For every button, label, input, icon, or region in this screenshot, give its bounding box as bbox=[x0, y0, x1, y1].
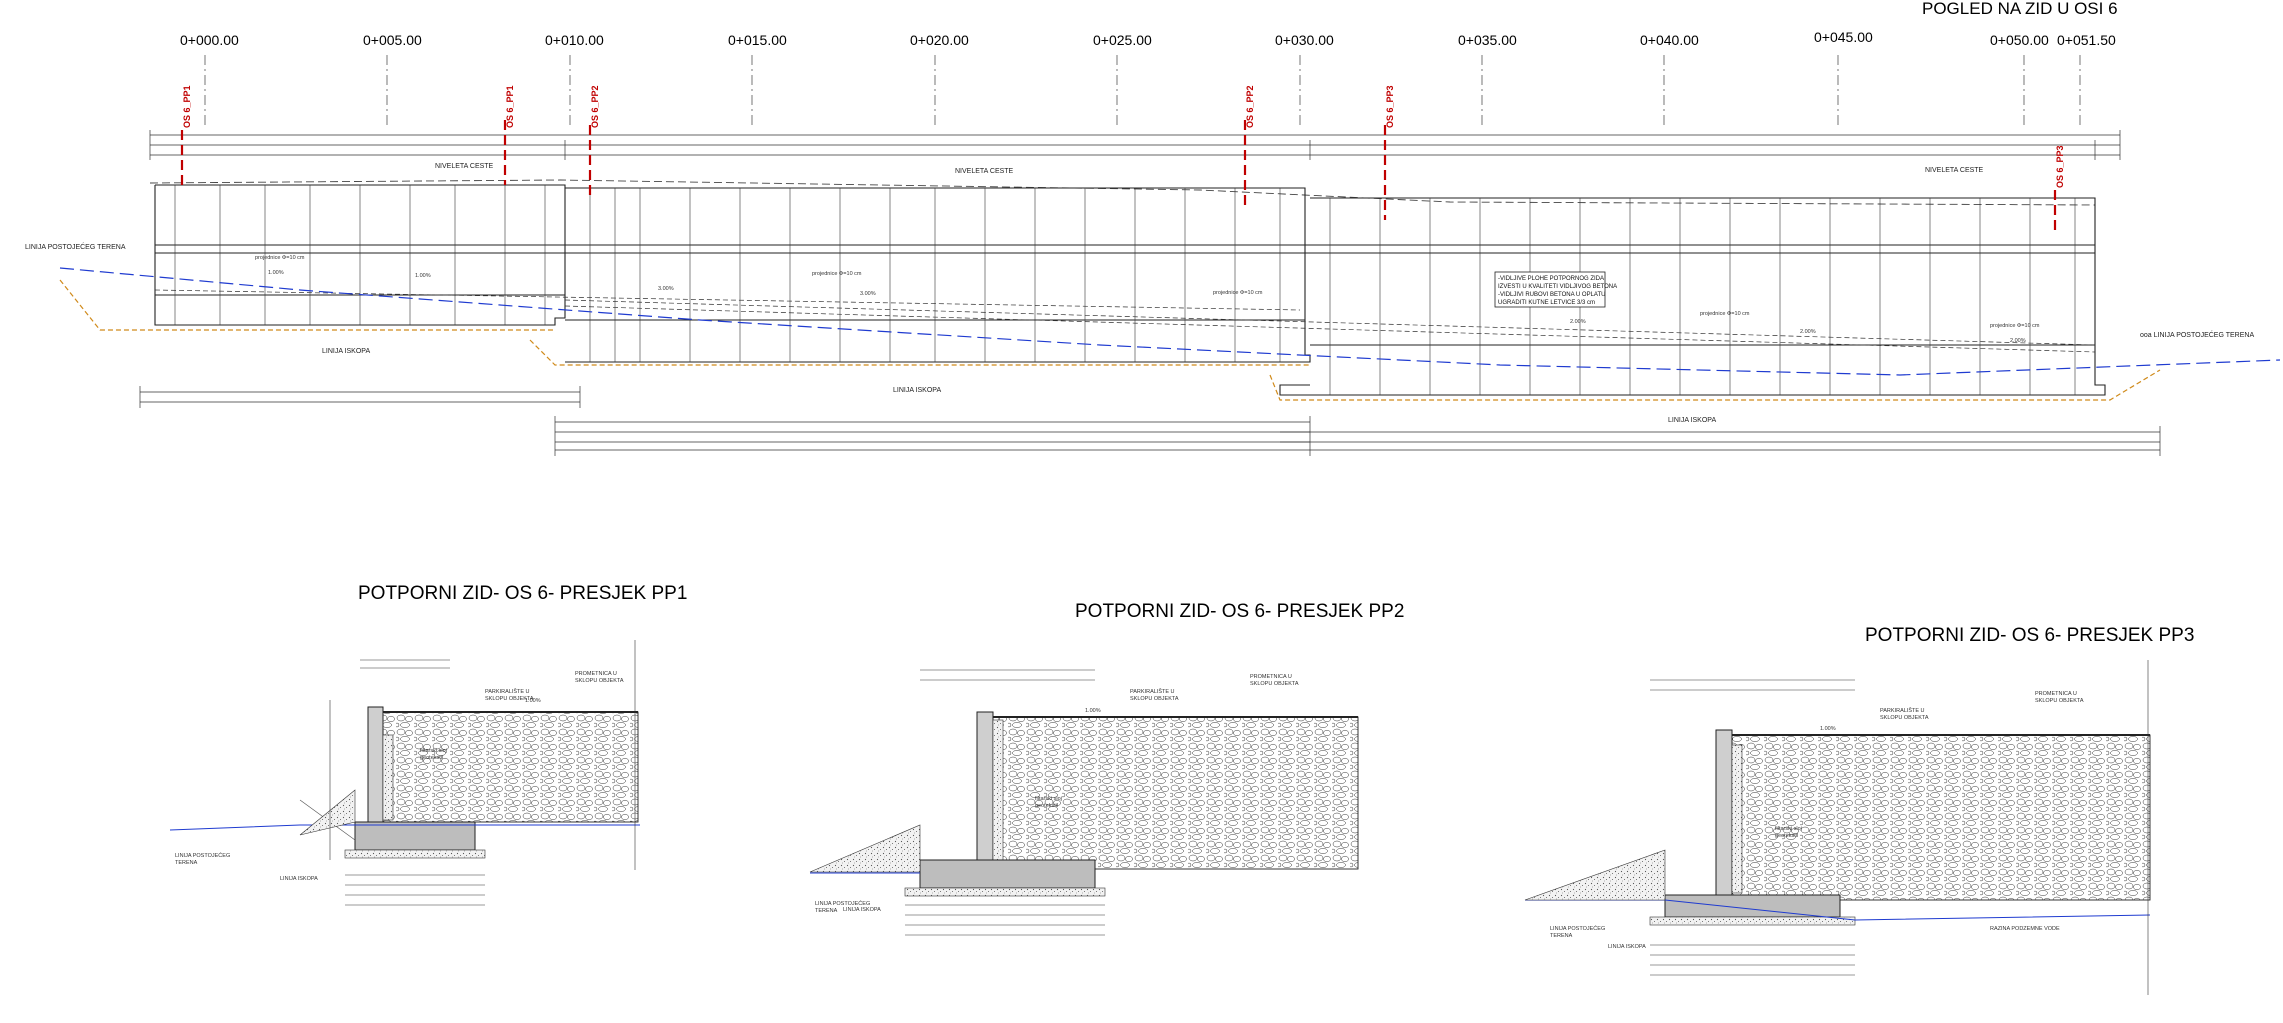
station-label: 0+050.00 bbox=[1990, 32, 2049, 48]
filter-label: geotekstil bbox=[1775, 833, 1798, 839]
section-title: POTPORNI ZID- OS 6- PRESJEK PP1 bbox=[358, 583, 687, 604]
wall-vertical-lines bbox=[174, 185, 2076, 395]
station-label: 0+025.00 bbox=[1093, 32, 1152, 48]
note-line: -VIDLJIVI RUBOVI BETONA U OPLATU bbox=[1498, 292, 1605, 298]
elevation-labels: NIVELETA CESTE NIVELETA CESTE NIVELETA C… bbox=[25, 163, 2254, 424]
drain-pipe-label: projednice Φ=10 cm bbox=[255, 255, 305, 261]
road-label: SKLOPU OBJEKTA bbox=[2035, 698, 2084, 704]
drain-pipe-label: projednice Φ=10 cm bbox=[1213, 290, 1263, 296]
station-label: 0+015.00 bbox=[728, 32, 787, 48]
excavation-label: LINIJA ISKOPA bbox=[843, 907, 881, 913]
excavation-label: LINIJA ISKOPA bbox=[322, 348, 370, 355]
drain-pipe-label: projednice Φ=10 cm bbox=[1990, 323, 2040, 329]
terrain-label: LINIJA POSTOJEĆEG bbox=[1550, 925, 1605, 932]
slope-label: 1.00% bbox=[1820, 726, 1836, 732]
station-label: 0+020.00 bbox=[910, 32, 969, 48]
slope-label: 3.00% bbox=[658, 286, 674, 292]
section-pp1: PARKIRALIŠTE U SKLOPU OBJEKTA PROMETNICA… bbox=[169, 640, 640, 906]
section-marker-label: OS 6_PP2 bbox=[590, 85, 600, 128]
drain-pipe-label: projednice Φ=10 cm bbox=[812, 271, 862, 277]
station-label: 0+030.00 bbox=[1275, 32, 1334, 48]
station-label: 0+000.00 bbox=[180, 32, 239, 48]
slope-label: 3.00% bbox=[860, 291, 876, 297]
main-title: POGLED NA ZID U OSI 6 bbox=[1922, 0, 2118, 18]
section-pp3: PARKIRALIŠTE U SKLOPU OBJEKTA PROMETNICA… bbox=[1524, 660, 2151, 995]
station-labels: 0+000.00 0+005.00 0+010.00 0+015.00 0+02… bbox=[180, 29, 2116, 48]
terrain-label: LINIJA POSTOJEĆEG bbox=[815, 900, 870, 907]
parking-label: PARKIRALIŠTE U bbox=[485, 688, 530, 695]
slope-label: 1.00% bbox=[525, 698, 541, 704]
terrain-label: TERENA bbox=[175, 860, 198, 866]
slope-label: 1.00% bbox=[415, 273, 431, 279]
parking-label: SKLOPU OBJEKTA bbox=[485, 696, 534, 702]
road-level-label: NIVELETA CESTE bbox=[1925, 167, 1984, 174]
parking-label: PARKIRALIŠTE U bbox=[1130, 688, 1175, 695]
note-box: -VIDLJIVE PLOHE POTPORNOG ZIDA IZVESTI U… bbox=[1494, 271, 1617, 308]
slope-label: 1.00% bbox=[268, 270, 284, 276]
slope-label: 1.00% bbox=[1085, 708, 1101, 714]
drainage-lines bbox=[154, 289, 2096, 353]
note-line: IZVESTI U KVALITETI VIDLJIVOG BETONA bbox=[1498, 284, 1617, 290]
station-label: 0+005.00 bbox=[363, 32, 422, 48]
existing-terrain-line bbox=[59, 267, 2281, 376]
parking-label: SKLOPU OBJEKTA bbox=[1130, 696, 1179, 702]
terrain-label: TERENA bbox=[815, 908, 838, 914]
road-level-line bbox=[149, 179, 2096, 206]
section-marker-labels: OS 6_PP1 OS 6_PP1 OS 6_PP2 OS 6_PP2 OS 6… bbox=[182, 85, 2065, 188]
terrain-label: LINIJA POSTOJEĆEG bbox=[175, 852, 230, 859]
slope-label: 2.00% bbox=[1800, 329, 1816, 335]
filter-label: filtarski sloj bbox=[1775, 826, 1802, 832]
road-label: SKLOPU OBJEKTA bbox=[575, 678, 624, 684]
terrain-label: TERENA bbox=[1550, 933, 1573, 939]
excavation-lines bbox=[59, 279, 2161, 401]
road-label: PROMETNICA U bbox=[2035, 691, 2077, 697]
section-marker-lines bbox=[180, 120, 2057, 235]
parking-label: SKLOPU OBJEKTA bbox=[1880, 715, 1929, 721]
section-marker-label: OS 6_PP1 bbox=[505, 85, 515, 128]
note-line: -VIDLJIVE PLOHE POTPORNOG ZIDA bbox=[1498, 276, 1604, 282]
excavation-label: LINIJA ISKOPA bbox=[1668, 417, 1716, 424]
road-label: PROMETNICA U bbox=[575, 671, 617, 677]
section-marker-label: OS 6_PP3 bbox=[1385, 85, 1395, 128]
station-label: 0+040.00 bbox=[1640, 32, 1699, 48]
section-pp2: PARKIRALIŠTE U SKLOPU OBJEKTA PROMETNICA… bbox=[809, 669, 1359, 936]
excavation-label: LINIJA ISKOPA bbox=[893, 387, 941, 394]
section-marker-label: OS 6_PP3 bbox=[2055, 145, 2065, 188]
road-label: PROMETNICA U bbox=[1250, 674, 1292, 680]
parking-label: PARKIRALIŠTE U bbox=[1880, 707, 1925, 714]
bottom-dimension-lines bbox=[139, 386, 2161, 456]
excavation-label: LINIJA ISKOPA bbox=[280, 876, 318, 882]
station-label: 0+051.50 bbox=[2057, 32, 2116, 48]
filter-label: geotekstil bbox=[420, 755, 443, 761]
section-title: POTPORNI ZID- OS 6- PRESJEK PP2 bbox=[1075, 601, 1404, 622]
top-dimension-lines bbox=[149, 130, 2121, 160]
filter-label: filtarski sloj bbox=[1035, 796, 1062, 802]
station-label: 0+010.00 bbox=[545, 32, 604, 48]
terrain-label: ooa LINIJA POSTOJEĆEG TERENA bbox=[2140, 330, 2254, 339]
excavation-label: LINIJA ISKOPA bbox=[1608, 944, 1646, 950]
road-label: SKLOPU OBJEKTA bbox=[1250, 681, 1299, 687]
note-line: UGRADITI KUTNE LETVICE 3/3 cm bbox=[1498, 300, 1595, 306]
road-level-label: NIVELETA CESTE bbox=[955, 168, 1014, 175]
section-title: POTPORNI ZID- OS 6- PRESJEK PP3 bbox=[1865, 625, 2194, 646]
section-marker-label: OS 6_PP2 bbox=[1245, 85, 1255, 128]
slope-label: 2.00% bbox=[1570, 319, 1586, 325]
station-label: 0+045.00 bbox=[1814, 29, 1873, 45]
terrain-label: LINIJA POSTOJEĆEG TERENA bbox=[25, 242, 126, 251]
road-level-label: NIVELETA CESTE bbox=[435, 163, 494, 170]
filter-label: geotekstil bbox=[1035, 803, 1058, 809]
filter-label: filtarski sloj bbox=[420, 748, 447, 754]
station-label: 0+035.00 bbox=[1458, 32, 1517, 48]
station-axis-lines bbox=[204, 55, 2081, 125]
drain-pipe-label: projednice Φ=10 cm bbox=[1700, 311, 1750, 317]
section-marker-label: OS 6_PP1 bbox=[182, 85, 192, 128]
slope-label: 2.00% bbox=[2010, 338, 2026, 344]
groundwater-label: RAZINA PODZEMNE VODE bbox=[1990, 926, 2060, 932]
